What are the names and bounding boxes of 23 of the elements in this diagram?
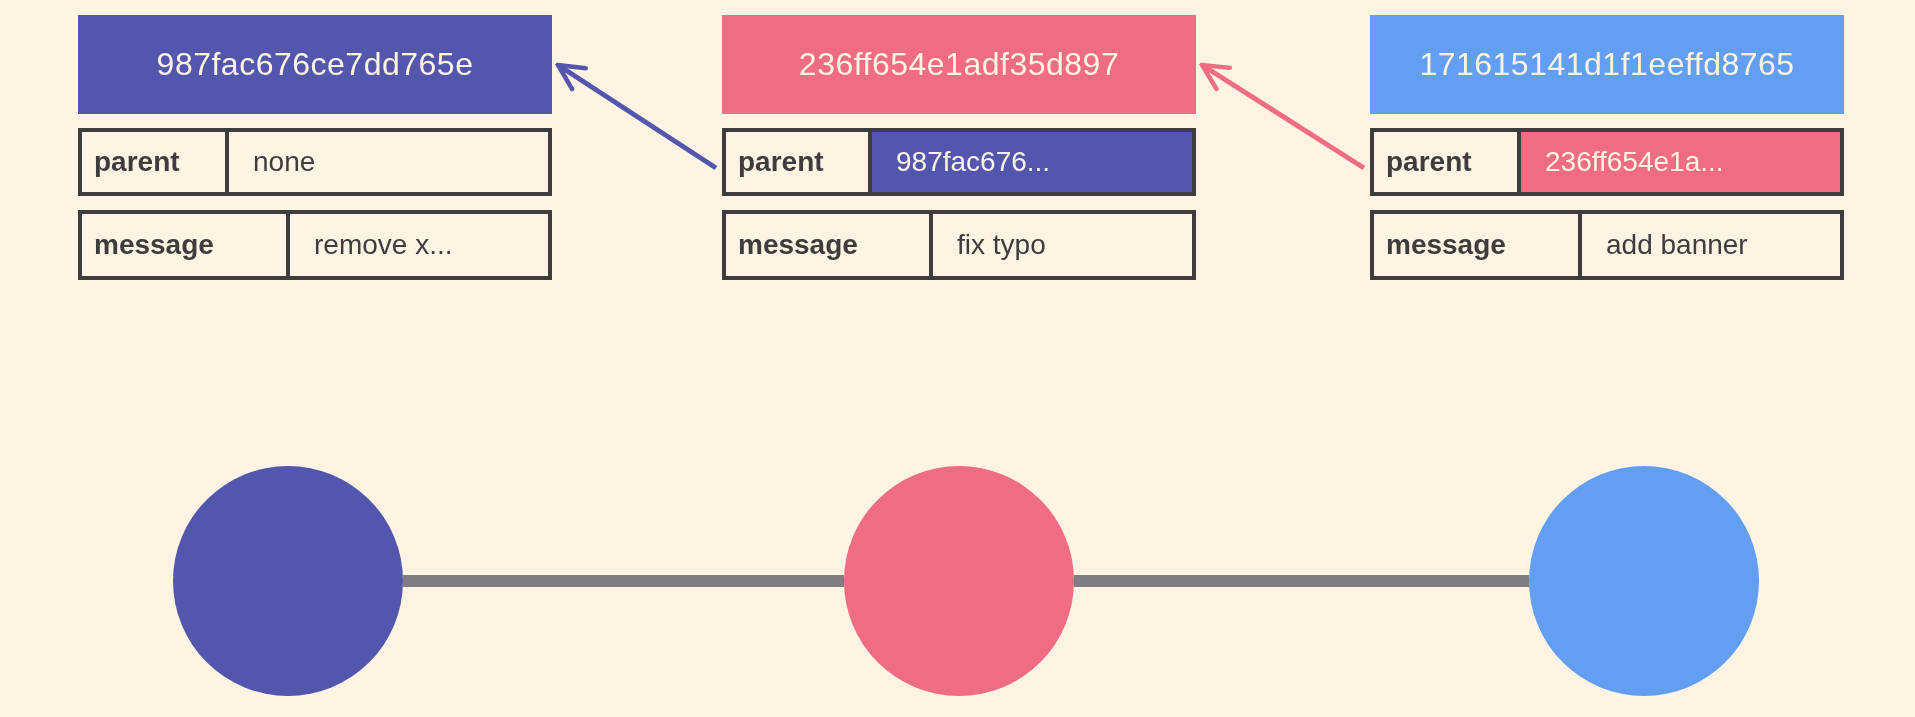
field-key: message — [1374, 214, 1582, 276]
field-value: 236ff654e1a... — [1521, 132, 1840, 192]
field-value: remove x... — [313, 228, 454, 262]
field-value: none — [252, 145, 317, 179]
field-value: fix typo — [956, 228, 1047, 262]
commit-hash: 987fac676ce7dd765e — [78, 15, 552, 114]
field-row — [78, 210, 552, 280]
arrow — [555, 62, 718, 171]
field-row — [1370, 128, 1844, 196]
field-value: add banner — [1605, 228, 1749, 262]
connector-line — [1074, 575, 1529, 587]
field-row — [78, 128, 552, 196]
field-key: message — [82, 214, 290, 276]
connector-line — [403, 575, 844, 587]
field-key: parent — [82, 132, 229, 192]
field-row — [722, 210, 1196, 280]
field-row — [722, 128, 1196, 196]
field-key: message — [726, 214, 933, 276]
commit-hash: 236ff654e1adf35d897 — [722, 15, 1196, 114]
field-value: 987fac676... — [872, 132, 1192, 192]
field-row — [1370, 210, 1844, 280]
arrow — [1199, 62, 1366, 171]
commit-hash: 171615141d1f1eeffd8765 — [1370, 15, 1844, 114]
